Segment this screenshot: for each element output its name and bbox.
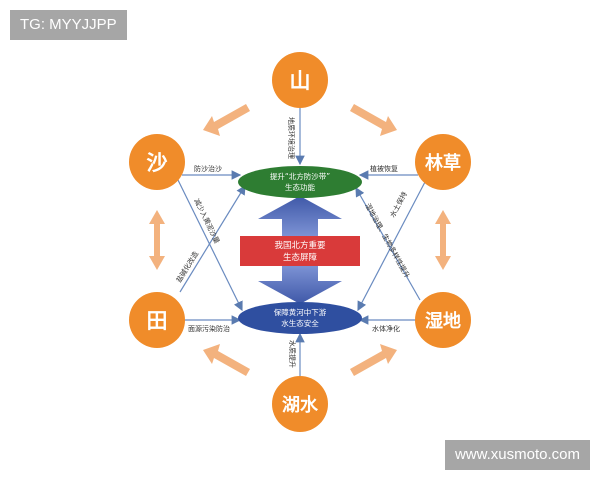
node-field	[129, 292, 185, 348]
node-forest-grass	[415, 134, 471, 190]
connector-wetland-top	[355, 186, 421, 301]
bottom-ellipse-line-2: 水生态安全	[281, 318, 319, 328]
double-arrow-mountain-forest	[350, 104, 397, 136]
node-lake-water	[272, 376, 328, 432]
node-wetland-label: 湿地	[425, 310, 461, 332]
label-field-diag: 盐碱化改造	[174, 250, 200, 284]
label-wetland-left: 水体净化	[372, 324, 400, 333]
label-forest-diag-a: 水土保持	[388, 190, 409, 219]
watermark-top-left: TG: MYYJJPP	[10, 10, 127, 40]
node-lake-water-label: 湖水	[282, 394, 319, 416]
top-ellipse-line-1: 提升“北方防沙带”	[270, 171, 330, 181]
label-forest-diag-b: 湿地治理、生物多样性提升	[363, 202, 412, 280]
connector-forest-bottom-a	[357, 181, 426, 312]
node-forest-grass-label: 林草	[425, 152, 461, 174]
node-mountain-label: 山	[290, 69, 311, 93]
node-mountain	[272, 52, 328, 108]
big-arrow-down	[258, 266, 342, 304]
double-arrow-mountain-sand	[203, 104, 250, 136]
bottom-ellipse-line-1: 保障黄河中下游	[274, 307, 327, 317]
node-sand-label: 沙	[147, 151, 168, 175]
label-mountain-down: 地质环境治理	[287, 117, 296, 159]
connector-field-top	[179, 184, 246, 293]
double-arrow-sand-field	[149, 210, 165, 270]
double-arrow-wetland-lake	[350, 344, 397, 376]
connectors	[177, 108, 426, 376]
center-banner	[240, 236, 360, 266]
double-arrow-forest-wetland	[435, 210, 451, 270]
label-forest-left: 植被恢复	[370, 164, 398, 173]
top-ellipse-line-2: 生态功能	[285, 182, 315, 192]
watermark-bottom-right: www.xusmoto.com	[444, 440, 590, 470]
double-arrow-field-lake	[203, 344, 250, 376]
label-sand-right: 防沙治沙	[194, 164, 222, 173]
label-lake-up: 水质提升	[288, 340, 297, 368]
banner-line-2: 生态屏障	[283, 252, 318, 263]
nodes: 山 沙 林草 田 湿地 湖水	[129, 52, 471, 432]
connector-sand-bottom	[177, 179, 243, 312]
banner-line-1: 我国北方重要	[274, 240, 326, 251]
label-field-right: 面源污染防治	[188, 324, 230, 333]
top-ellipse	[238, 166, 362, 198]
bottom-ellipse	[238, 302, 362, 334]
big-arrow-up	[258, 196, 342, 236]
double-arrows	[149, 104, 451, 376]
node-sand	[129, 134, 185, 190]
node-field-label: 田	[147, 309, 168, 333]
node-wetland	[415, 292, 471, 348]
